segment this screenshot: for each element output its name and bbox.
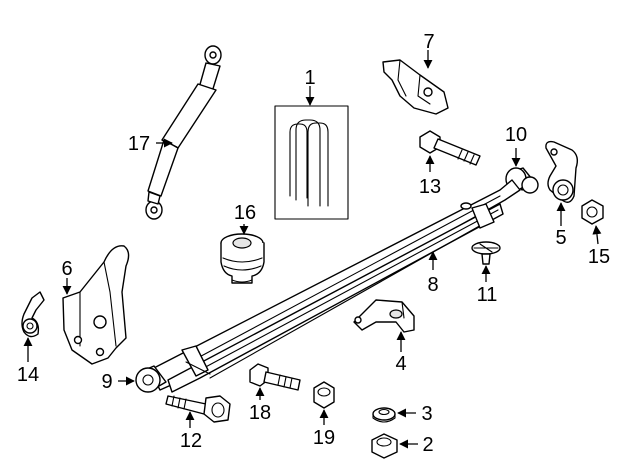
callout-12: 12 (180, 430, 202, 452)
leaf-spring-part[interactable] (149, 179, 521, 393)
nut-15-part[interactable] (581, 199, 604, 225)
callout-5: 5 (555, 227, 566, 249)
bolt-12-part[interactable] (165, 395, 231, 423)
callout-13: 13 (419, 176, 441, 198)
callout-8: 8 (427, 274, 438, 296)
spring-hanger-bracket-part[interactable] (382, 59, 449, 115)
shock-absorber-part[interactable] (145, 45, 222, 220)
callout-17: 17 (128, 133, 150, 155)
callout-10: 10 (505, 124, 527, 146)
callout-7: 7 (423, 31, 434, 53)
callout-4: 4 (395, 353, 406, 375)
callout-6: 6 (61, 258, 72, 280)
callout-2: 2 (422, 434, 433, 456)
u-bolt-kit-part[interactable] (274, 105, 349, 220)
callout-16: 16 (234, 202, 256, 224)
callout-14: 14 (17, 364, 39, 386)
nut-2-part[interactable] (371, 433, 398, 459)
callout-1: 1 (304, 67, 315, 89)
callout-labels: 1 2 3 4 5 6 7 8 9 10 11 12 13 14 15 16 1… (17, 31, 610, 456)
callout-19: 19 (313, 427, 335, 449)
leader-15 (592, 225, 602, 245)
callout-3: 3 (421, 403, 432, 425)
washer-part[interactable] (372, 407, 396, 423)
jounce-bumper-part[interactable] (220, 233, 265, 284)
leader-lines (23, 50, 602, 449)
callout-18: 18 (249, 402, 271, 424)
bracket-14-part[interactable] (21, 291, 45, 338)
spring-shackle-part[interactable] (545, 140, 579, 203)
callout-9: 9 (101, 371, 112, 393)
rear-hanger-bracket-part[interactable] (62, 245, 130, 365)
shackle-bolt-part[interactable] (419, 130, 481, 166)
clip-11-part[interactable] (471, 241, 501, 265)
nut-19-part[interactable] (313, 381, 335, 409)
callout-11: 11 (477, 284, 498, 306)
spring-plate-part[interactable] (353, 299, 415, 333)
bolt-18-part[interactable] (249, 363, 301, 391)
rear-spring-bushing-part[interactable] (135, 365, 167, 393)
callout-15: 15 (588, 246, 610, 268)
